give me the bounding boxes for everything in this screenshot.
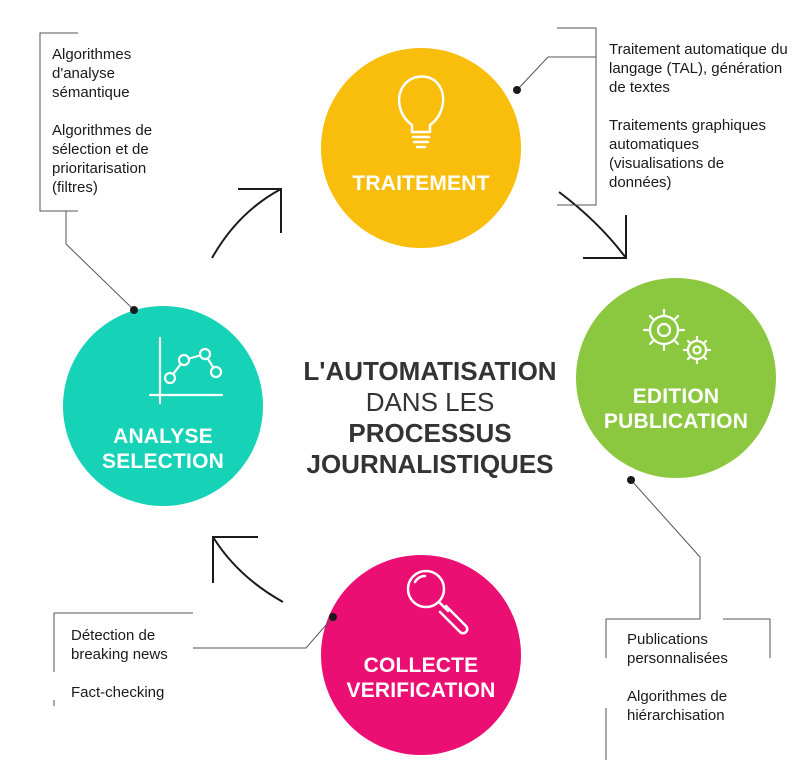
traitement-note-item-2: Traitements graphiques automatiques (vis… — [609, 117, 767, 191]
analyse-label: ANALYSE SELECTION — [63, 424, 263, 474]
traitement-leader-dot — [513, 86, 521, 94]
arrow-traitement-to-edition — [558, 191, 627, 259]
analyse-note-item-1: Algorithmes d'analyse sémantique — [52, 46, 132, 101]
edition-note: Publications personnalisées Algorithmes … — [627, 630, 777, 725]
collecte-label: COLLECTE VERIFICATION — [321, 653, 521, 703]
cycle-arrows — [211, 188, 627, 603]
edition-note-item-1: Publications personnalisées — [627, 631, 728, 667]
arrowhead-collecte-to-analyse — [212, 536, 258, 583]
edition-circle — [576, 278, 776, 478]
leader-dots — [130, 86, 635, 621]
center-title: L'AUTOMATISATION DANS LES PROCESSUS JOUR… — [290, 356, 570, 480]
line-chart-icon — [148, 336, 224, 405]
lightbulb-icon — [397, 75, 445, 149]
edition-note-item-2: Algorithmes de hiérarchisation — [627, 688, 728, 724]
center-title-line-3: JOURNALISTIQUES — [306, 449, 554, 479]
arrowhead-traitement-to-edition — [583, 215, 627, 259]
analyse-circle — [63, 306, 263, 506]
traitement-note-bracket — [557, 27, 597, 206]
traitement-label: TRAITEMENT — [321, 171, 521, 196]
analyse-label-line-2: SELECTION — [102, 450, 224, 473]
analyse-note: Algorithmes d'analyse sémantique Algorit… — [52, 45, 182, 197]
edition-label: EDITION PUBLICATION — [576, 384, 776, 434]
collecte-label-line-1: COLLECTE — [363, 654, 479, 677]
collecte-circle — [321, 555, 521, 755]
traitement-note: Traitement automatique du langage (TAL),… — [609, 40, 789, 192]
edition-label-line-1: EDITION — [632, 385, 720, 408]
analyse-label-line-1: ANALYSE — [113, 425, 213, 448]
collecte-note: Détection de breaking news Fact-checking — [71, 626, 191, 702]
edition-leader-dot — [627, 476, 635, 484]
center-title-line-2: DANS LES PROCESSUS — [290, 387, 570, 449]
arrow-collecte-to-analyse — [212, 536, 284, 603]
analyse-leader-dot — [130, 306, 138, 314]
center-title-line-2-light: DANS LES — [365, 387, 495, 417]
note-brackets — [39, 27, 771, 760]
center-title-line-2-bold: PROCESSUS — [348, 418, 512, 448]
traitement-note-item-1: Traitement automatique du langage (TAL),… — [609, 41, 788, 96]
traitement-label-line: TRAITEMENT — [352, 172, 490, 195]
gears-icon — [642, 308, 712, 365]
analyse-note-bracket — [39, 32, 78, 212]
center-title-line-1: L'AUTOMATISATION — [303, 356, 557, 386]
arrow-analyse-to-traitement — [211, 188, 282, 259]
collecte-note-item-1: Détection de breaking news — [71, 627, 168, 663]
collecte-label-line-2: VERIFICATION — [346, 679, 496, 702]
edition-label-line-2: PUBLICATION — [603, 410, 749, 433]
arrowhead-analyse-to-traitement — [238, 188, 282, 233]
analyse-note-item-2: Algorithmes de sélection et de prioritar… — [52, 122, 153, 196]
collecte-leader-dot — [329, 613, 337, 621]
collecte-note-item-2: Fact-checking — [71, 684, 165, 701]
collecte-note-bracket — [53, 612, 193, 706]
magnifier-icon — [406, 569, 469, 635]
